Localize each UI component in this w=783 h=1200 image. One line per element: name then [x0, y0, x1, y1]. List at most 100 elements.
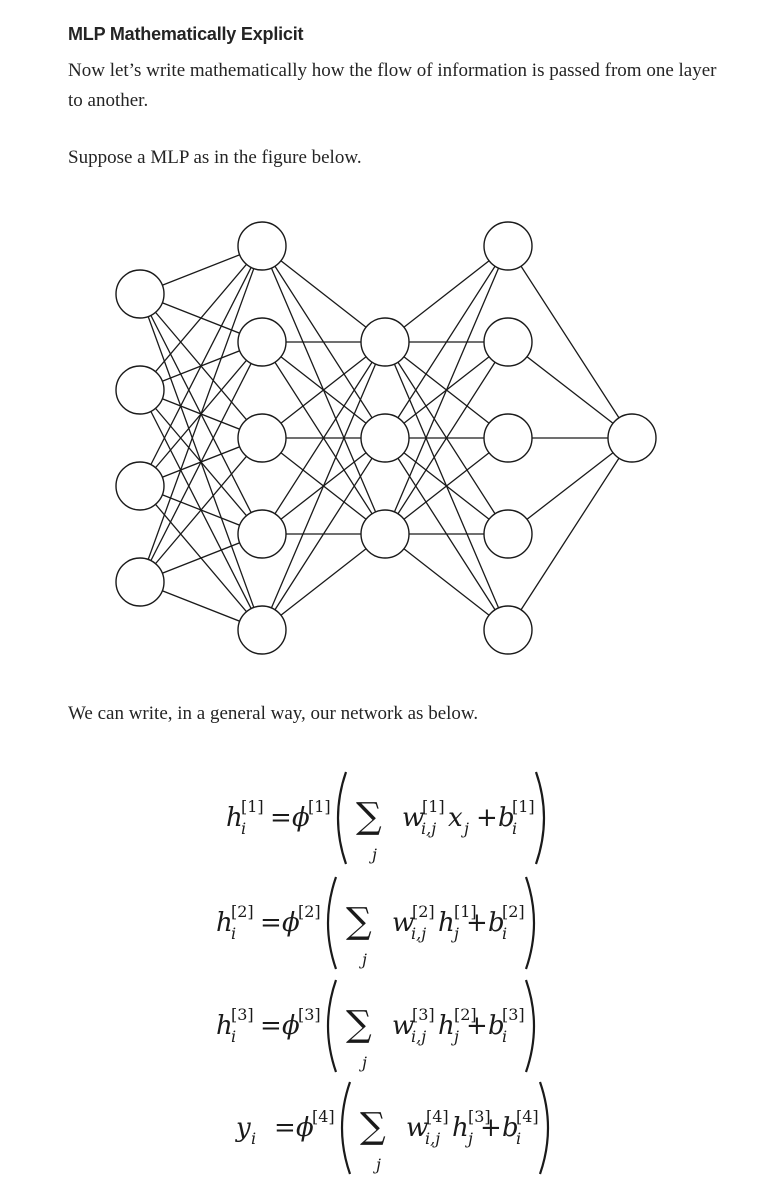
equals-sign: = — [260, 908, 282, 938]
bias-superscript: [3] — [502, 1005, 525, 1024]
sum-subscript: j — [359, 950, 367, 969]
weight-subscript: i,j — [421, 819, 436, 838]
sum-symbol: ∑ — [360, 1106, 386, 1147]
lhs-variable: y — [235, 1113, 251, 1143]
bias-symbol: b — [502, 1113, 519, 1143]
connection-line — [261, 533, 386, 631]
input-term-subscript: j — [461, 819, 469, 838]
connection-line — [384, 245, 509, 439]
weight-superscript: [4] — [426, 1107, 449, 1126]
neuron-layer-2 — [237, 413, 287, 463]
input-term: h — [452, 1113, 469, 1143]
input-term-subscript: j — [465, 1129, 473, 1148]
close-paren — [524, 979, 536, 1073]
neuron-layer-1 — [115, 365, 165, 415]
close-paren — [534, 771, 546, 865]
lhs-variable: h — [226, 803, 243, 833]
lhs-superscript: [2] — [231, 902, 254, 921]
neuron-layer-4 — [483, 413, 533, 463]
bias-subscript: i — [502, 924, 507, 943]
connection-line — [139, 437, 263, 583]
equals-sign: = — [270, 803, 292, 833]
intro-paragraph: Now let’s write mathematically how the f… — [68, 60, 717, 111]
bias-symbol: b — [498, 803, 515, 833]
bias-superscript: [2] — [502, 902, 525, 921]
weight-symbol: w — [406, 1113, 428, 1143]
neuron-layer-1 — [115, 461, 165, 511]
connection-line — [261, 437, 386, 631]
neuron-layer-4 — [483, 317, 533, 367]
connection-line — [261, 341, 386, 535]
neuron-layer-3 — [360, 509, 410, 559]
connection-line — [507, 437, 633, 631]
connection-line — [139, 341, 263, 583]
figure-intro-paragraph: Suppose a MLP as in the figure below. — [68, 147, 362, 168]
connection-line — [384, 437, 509, 535]
neuron-layer-2 — [237, 509, 287, 559]
equations-intro-paragraph: We can write, in a general way, our netw… — [68, 703, 479, 724]
lhs-subscript: i — [241, 819, 246, 838]
weight-subscript: i,j — [411, 924, 426, 943]
weight-superscript: [2] — [412, 902, 435, 921]
neuron-layer-2 — [237, 221, 287, 271]
connection-line — [384, 341, 509, 535]
neuron-layer-4 — [483, 221, 533, 271]
lhs-variable: h — [216, 1011, 233, 1041]
connection-line — [261, 341, 386, 439]
weight-subscript: i,j — [411, 1027, 426, 1046]
section-heading: MLP Mathematically Explicit — [68, 24, 304, 44]
connection-line — [507, 245, 633, 439]
weight-superscript: [1] — [422, 797, 445, 816]
bias-subscript: i — [512, 819, 517, 838]
weight-symbol: w — [402, 803, 424, 833]
connection-line — [261, 245, 386, 343]
activation-superscript: [3] — [298, 1005, 321, 1024]
sum-symbol: ∑ — [356, 796, 382, 837]
connection-line — [507, 437, 633, 535]
connection-line — [384, 245, 509, 535]
connection-line — [507, 341, 633, 439]
plus-sign: + — [476, 803, 498, 833]
bias-subscript: i — [502, 1027, 507, 1046]
open-paren — [336, 771, 348, 865]
neuron-layer-2 — [237, 317, 287, 367]
neurons — [115, 221, 657, 655]
weight-symbol: w — [392, 1011, 414, 1041]
input-term-superscript: [1] — [454, 902, 477, 921]
weight-superscript: [3] — [412, 1005, 435, 1024]
mlp-network-diagram — [115, 221, 657, 655]
open-paren — [326, 979, 338, 1073]
close-paren — [524, 876, 536, 970]
plus-sign: + — [480, 1113, 502, 1143]
lhs-subscript: i — [231, 924, 236, 943]
bias-superscript: [1] — [512, 797, 535, 816]
lhs-superscript: [1] — [241, 797, 264, 816]
sum-subscript: j — [373, 1155, 381, 1174]
activation-superscript: [2] — [298, 902, 321, 921]
sum-subscript: j — [369, 845, 377, 864]
neuron-layer-3 — [360, 317, 410, 367]
bias-symbol: b — [488, 1011, 505, 1041]
sum-symbol: ∑ — [346, 901, 372, 942]
connection-line — [139, 245, 263, 487]
bias-symbol: b — [488, 908, 505, 938]
input-term: h — [438, 1011, 455, 1041]
lhs-subscript: i — [251, 1129, 256, 1148]
activation-superscript: [4] — [312, 1107, 335, 1126]
open-paren — [340, 1081, 352, 1175]
sum-subscript: j — [359, 1053, 367, 1072]
weight-symbol: w — [392, 908, 414, 938]
neuron-layer-4 — [483, 605, 533, 655]
open-paren — [326, 876, 338, 970]
input-term: h — [438, 908, 455, 938]
input-term-superscript: [2] — [454, 1005, 477, 1024]
connection-line — [139, 245, 263, 391]
activation-symbol: ϕ — [282, 908, 300, 938]
lhs-variable: h — [216, 908, 233, 938]
neuron-layer-1 — [115, 269, 165, 319]
equals-sign: = — [260, 1011, 282, 1041]
activation-symbol: ϕ — [282, 1011, 300, 1041]
